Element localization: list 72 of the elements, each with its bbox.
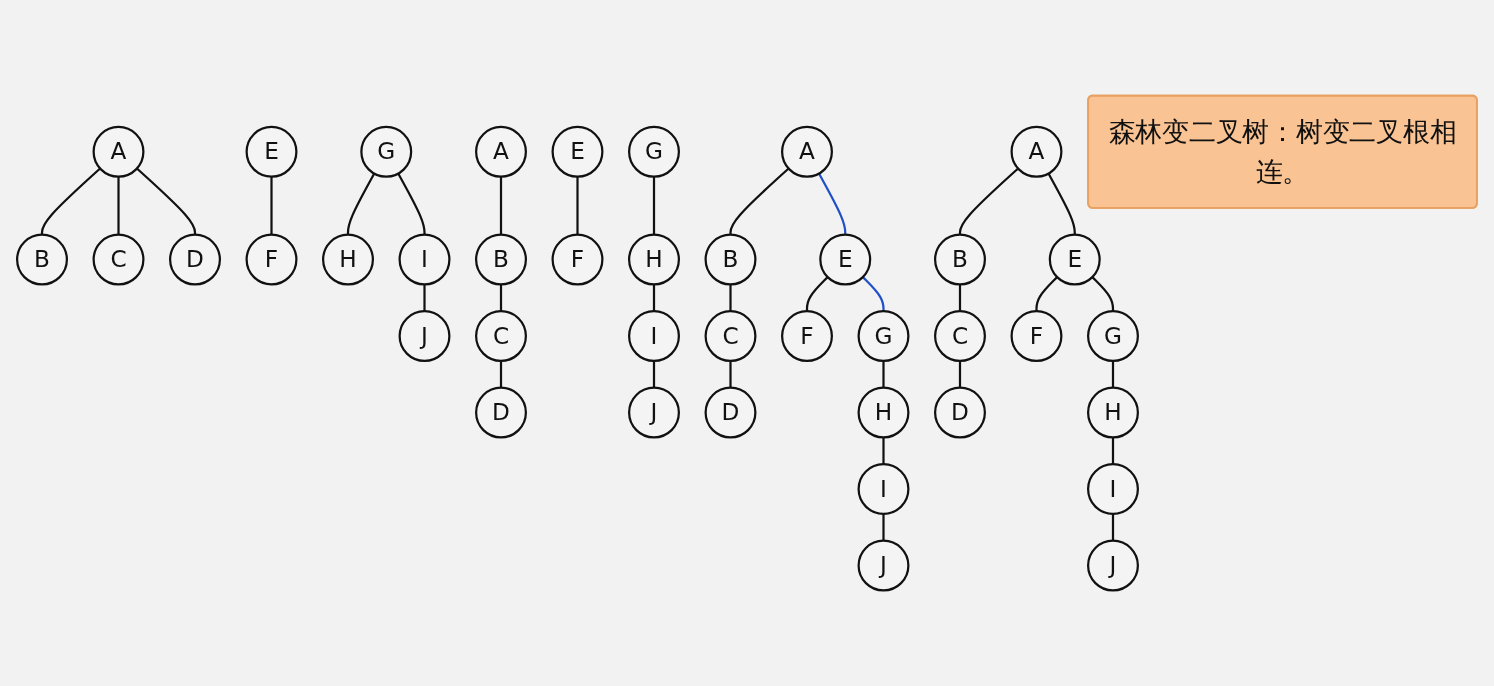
node-circle: E [819,233,872,286]
node-circle: B [704,233,757,286]
connector [499,176,503,235]
node-circle: H [1087,386,1139,439]
node-circle: A [1010,125,1063,178]
node-circle: B [16,233,68,286]
node-circle: A [781,125,833,178]
connector [652,176,656,235]
node-circle: C [92,233,145,286]
node-circle: J [628,386,680,439]
node-circle: D [934,386,986,439]
connector [729,284,732,312]
connector [652,284,656,312]
connector [1035,276,1058,312]
connector [958,284,962,312]
node-circle: B [475,233,527,286]
node-circle: E [245,125,298,178]
connector [576,176,579,235]
node-circle: I [628,310,680,363]
connector [499,284,503,312]
node-circle: F [781,310,833,363]
connector [117,176,120,235]
node-circle: C [475,310,527,363]
node-circle: F [551,233,604,286]
node-circle: G [628,125,680,178]
connector [882,360,885,388]
node-circle: H [322,233,374,286]
node-circle: I [1087,463,1139,516]
node-circle: H [857,386,910,439]
connector [958,167,1019,235]
connector [818,173,847,235]
connector [40,167,101,235]
node-circle: E [551,125,604,178]
node-circle: B [934,233,986,286]
node-circle: H [628,233,680,286]
connector [729,167,790,235]
node-circle: G [1087,310,1139,363]
node-circle: E [1048,233,1101,286]
node-circle: G [360,125,413,178]
node-circle: F [1010,310,1063,363]
connector [882,437,885,465]
connector [1091,276,1115,312]
node-circle: I [398,233,451,286]
node-circle: I [857,463,910,516]
node-circle: G [857,310,910,363]
node-circle: D [169,233,221,286]
connector [958,360,962,388]
node-circle: C [934,310,986,363]
node-circle: C [704,310,757,363]
node-circle: D [475,386,527,439]
node-circle: J [857,539,910,592]
connector [882,513,885,541]
connector [1111,437,1115,465]
node-circle: J [398,310,451,363]
connector [423,284,426,312]
connector [1111,360,1115,388]
connector [270,176,273,235]
connector [805,276,829,312]
node-circle: A [475,125,527,178]
connector [397,173,426,235]
connector [862,276,885,312]
node-circle: F [245,233,298,286]
node-circle: J [1087,539,1139,592]
connector [346,173,376,235]
connector [1047,173,1076,235]
connector [652,360,656,388]
connector [1111,513,1115,541]
node-circle: A [92,125,145,178]
connector [499,360,503,388]
node-circle: D [704,386,757,439]
connector [136,167,197,235]
connector [729,360,732,388]
